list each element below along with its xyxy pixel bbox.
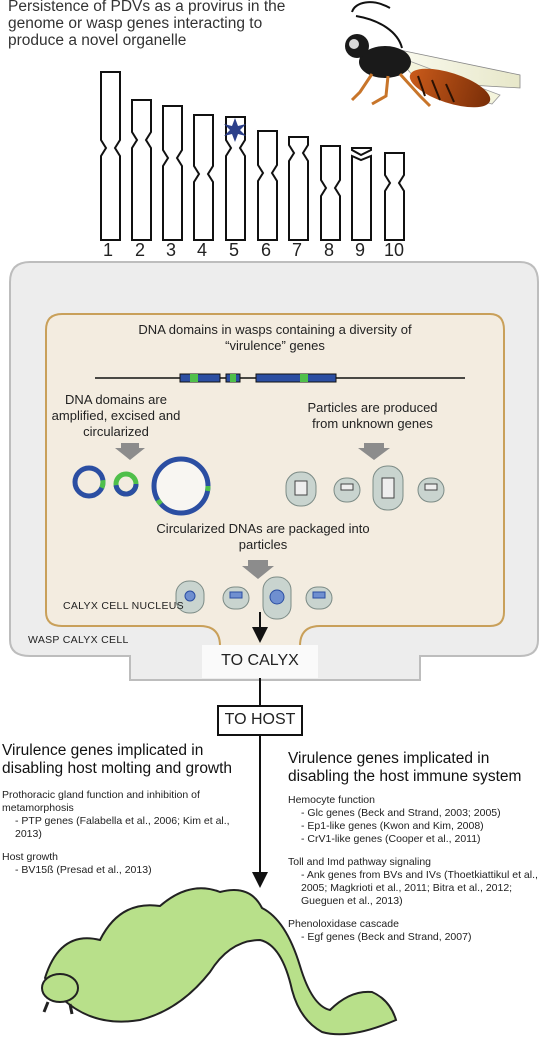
- to-calyx-box: [202, 645, 318, 678]
- cell-label: WASP CALYX CELL: [28, 634, 129, 646]
- chromosome-number-4: 4: [197, 240, 208, 260]
- chromosome-1: [100, 71, 121, 241]
- right-item-5: - Egf genes (Beck and Strand, 2007): [301, 931, 472, 943]
- chromosome-numbers: 1 2 3 4 5 6 7 8 9 10: [0, 240, 550, 266]
- chromosome-5: [225, 116, 246, 241]
- left-section-title-1: Prothoracic gland function and inhibitio…: [2, 789, 200, 814]
- chromosome-2: [131, 99, 152, 241]
- to-host-box: [217, 705, 303, 736]
- chromosome-number-9: 9: [355, 240, 366, 260]
- right-section-title-2: Toll and Imd pathway signaling: [288, 856, 432, 868]
- grey-arrow-left: [115, 443, 145, 460]
- chromosome-7: [288, 136, 309, 241]
- page-title: Persistence of PDVs as a provirus in the…: [8, 0, 286, 49]
- chromosome-set: [100, 71, 405, 241]
- chromosome-number-1: 1: [103, 240, 114, 260]
- chromosome-number-5: 5: [229, 240, 240, 260]
- right-item-1: - Glc genes (Beck and Strand, 2003; 2005…: [301, 807, 501, 819]
- left-heading: Virulence genes implicated in disabling …: [2, 742, 233, 777]
- left-section-title-2: Host growth: [2, 851, 59, 863]
- right-heading: Virulence genes implicated in disabling …: [288, 750, 522, 785]
- virulence-domains: [179, 373, 337, 383]
- amplified-text: DNA domains are amplified, excised and c…: [51, 392, 181, 439]
- chromosome-10: [384, 152, 405, 241]
- left-column: Virulence genes implicated in disabling …: [2, 742, 252, 877]
- chromosome-number-2: 2: [135, 240, 146, 260]
- grey-arrow-center: [242, 560, 274, 579]
- left-item-2: - BV15ß (Presad et al., 2013): [15, 864, 152, 876]
- chromosome-number-3: 3: [166, 240, 177, 260]
- right-item-2: - Ep1-like genes (Kwon and Kim, 2008): [301, 820, 484, 832]
- to-calyx-label: TO CALYX: [221, 652, 299, 669]
- nucleus-outline: [45, 313, 505, 647]
- chromosome-number-7: 7: [292, 240, 303, 260]
- right-section-title-1: Hemocyte function: [288, 794, 375, 806]
- left-item-1: - PTP genes (Falabella et al., 2006; Kim…: [15, 815, 230, 840]
- chromosome-4: [193, 114, 214, 241]
- caterpillar-illustration: [41, 887, 398, 1036]
- packaged-text: Circularized DNAs are packaged into part…: [156, 521, 370, 552]
- chromosome-8: [320, 145, 341, 241]
- chromosome-3: [162, 105, 183, 241]
- wasp-illustration: [345, 1, 521, 108]
- chromosome-number-6: 6: [261, 240, 272, 260]
- right-item-3: - CrV1-like genes (Cooper et al., 2011): [301, 833, 481, 845]
- provirus-star-icon: [224, 118, 246, 142]
- chromosome-number-8: 8: [324, 240, 335, 260]
- right-column: Virulence genes implicated in disabling …: [288, 750, 548, 944]
- domains-text: DNA domains in wasps containing a divers…: [138, 322, 412, 353]
- grey-arrow-right: [358, 443, 390, 460]
- circularized-dna: [72, 456, 211, 516]
- chromosome-number-10: 10: [384, 240, 405, 260]
- right-item-4: - Ank genes from BVs and IVs (Thoetkiatt…: [301, 869, 538, 907]
- to-host-label: TO HOST: [224, 711, 296, 728]
- nucleus-label: CALYX CELL NUCLEUS: [63, 600, 184, 612]
- chromosome-9: [351, 147, 372, 241]
- particles-text: Particles are produced from unknown gene…: [307, 400, 438, 431]
- right-section-title-3: Phenoloxidase cascade: [288, 918, 399, 930]
- chromosome-6: [257, 130, 278, 241]
